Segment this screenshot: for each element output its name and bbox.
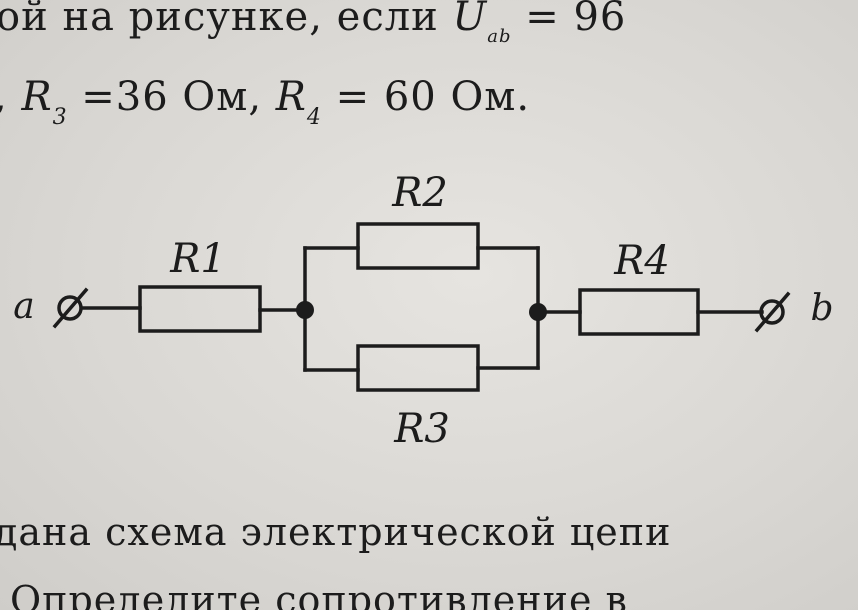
problem-text-line-4: Определите сопротивление в: [10, 578, 628, 610]
label-terminal-b: b: [810, 288, 833, 329]
problem-text-line-1: ой на рисунке, если Uab = 96: [0, 0, 627, 47]
resistor-r1: [138, 285, 262, 333]
junction-left-icon: [296, 301, 314, 319]
junction-right-icon: [529, 303, 547, 321]
label-r4: R4: [613, 238, 670, 284]
r4-symbol: R: [275, 74, 307, 120]
label-terminal-a: a: [13, 286, 34, 327]
r3-subscript: 3: [52, 105, 68, 130]
r3-value: =36 Ом,: [81, 74, 263, 120]
r4-value: = 60 Ом.: [335, 74, 531, 120]
line1-prefix: ой на рисунке, если: [0, 0, 439, 40]
terminal-b-icon: [759, 299, 785, 325]
label-r1: R1: [169, 236, 226, 282]
label-r3: R3: [393, 406, 450, 452]
terminal-b-slash: [754, 291, 791, 333]
r3-symbol: R: [21, 74, 53, 120]
voltage-subscript: ab: [487, 26, 512, 47]
terminal-a-slash: [52, 287, 89, 329]
terminal-a-icon: [57, 295, 83, 321]
problem-text-line-3: дана схема электрической цепи: [0, 510, 672, 554]
resistor-r3: [356, 344, 480, 392]
resistor-r2: [356, 222, 480, 270]
r4-subscript: 4: [306, 105, 322, 130]
label-r2: R2: [391, 170, 448, 216]
resistor-r4: [578, 288, 700, 336]
problem-text-line-2: , R3 =36 Ом, R4 = 60 Ом.: [0, 74, 531, 130]
voltage-symbol: U: [452, 0, 488, 40]
line1-suffix: = 96: [525, 0, 627, 40]
line2-prefix: ,: [0, 74, 8, 120]
